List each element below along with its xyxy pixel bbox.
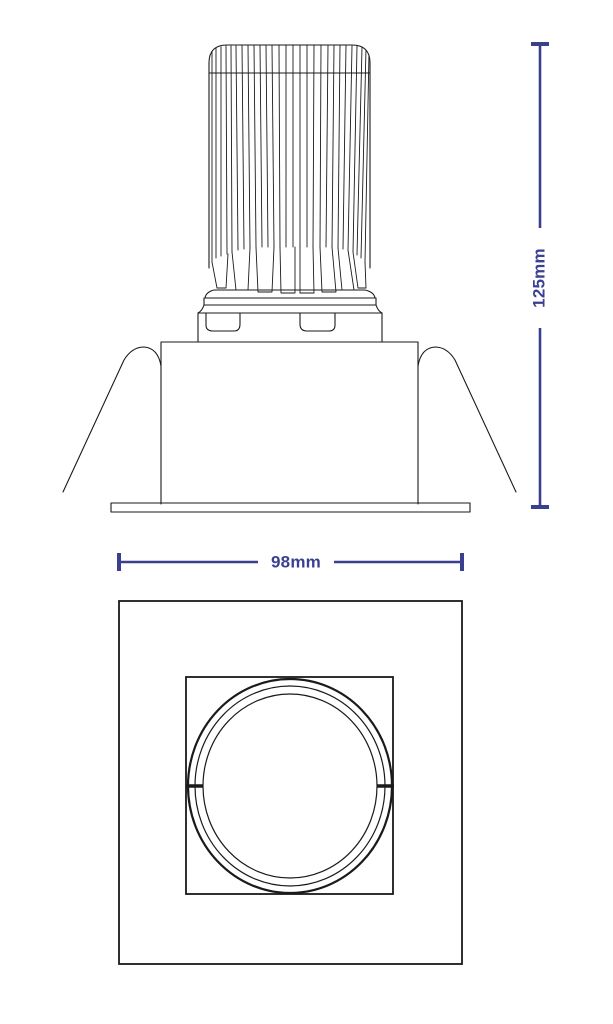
housing-body xyxy=(160,341,419,505)
collar-notch-left xyxy=(205,312,241,332)
gimbal-rings xyxy=(186,677,393,894)
collar-notch-right xyxy=(299,312,336,332)
fin-taper-feet xyxy=(211,246,367,294)
width-label-backdrop xyxy=(258,548,334,576)
heatsink-fins xyxy=(211,45,370,263)
width-dimension-label: 98mm xyxy=(271,552,321,571)
ring-inner xyxy=(202,693,378,879)
spring-clip-right xyxy=(417,346,517,493)
ring-outer xyxy=(186,677,393,894)
bottom-plan-view xyxy=(118,600,463,965)
height-dimension-label: 125mm xyxy=(529,248,548,308)
spring-clip-left xyxy=(62,346,162,493)
heatsink-base-flare xyxy=(204,289,376,299)
height-label-backdrop xyxy=(527,228,553,328)
ring-middle xyxy=(194,685,386,887)
outer-square-trim xyxy=(118,600,463,965)
side-elevation-view xyxy=(62,44,517,513)
ceiling-flange-plate xyxy=(110,502,471,513)
heatsink-base-skirt xyxy=(197,297,383,314)
gimbal-collar-block xyxy=(197,312,383,343)
